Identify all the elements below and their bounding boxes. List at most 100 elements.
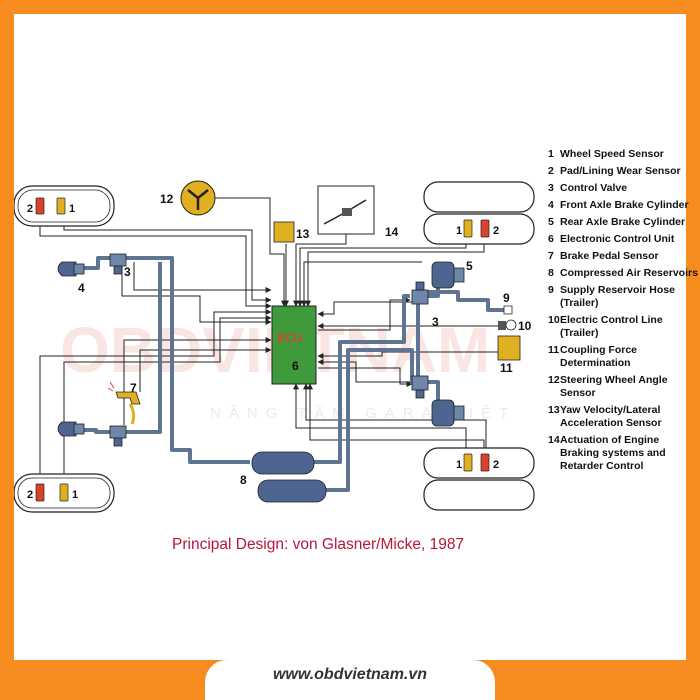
brake-system-diagram: OBDVIETNAM NÂNG TẦM GARA VIỆT: [14, 180, 535, 513]
legend-number: 9: [548, 284, 554, 296]
callout-9: 9: [503, 291, 510, 305]
callout-13: 13: [296, 227, 310, 241]
diagram-caption: Principal Design: von Glasner/Micke, 198…: [172, 536, 465, 553]
control-valve-right-bottom: [411, 375, 429, 399]
control-valve-rear-left: [109, 425, 127, 447]
legend: 1 Wheel Speed Sensor 2 Pad/Lining Wear Sens…: [548, 148, 698, 477]
wheel-label-pad: 2: [493, 459, 499, 471]
legend-number: 11: [548, 344, 560, 356]
legend-text: Electric Control Line (Trailer): [560, 314, 663, 339]
legend-item: 3 Control Valve: [548, 182, 698, 195]
brake-pedal-sensor: 7: [107, 381, 141, 425]
wheel-label-pad: 2: [27, 489, 33, 501]
legend-number: 5: [548, 216, 554, 228]
legend-text: Supply Reservoir Hose (Trailer): [560, 284, 675, 309]
legend-item: 9 Supply Reservoir Hose (Trailer): [548, 284, 698, 310]
wheel-speed-sensor: [463, 453, 473, 472]
rear-left-brake-cylinder: [57, 421, 85, 437]
callout-7: 7: [130, 381, 137, 395]
white-canvas: OBDVIETNAM NÂNG TẦM GARA VIỆT: [14, 14, 686, 660]
legend-number: 4: [548, 199, 554, 211]
legend-number: 6: [548, 233, 554, 245]
legend-item: 7 Brake Pedal Sensor: [548, 250, 698, 263]
watermark-tagline: NÂNG TẦM GARA VIỆT: [210, 405, 516, 422]
pad-wear-sensor: [35, 197, 45, 215]
legend-number: 7: [548, 250, 554, 262]
callout-3-right: 3: [432, 315, 439, 329]
legend-item: 4 Front Axle Brake Cylinder: [548, 199, 698, 212]
wheel-bottom-right: 1 2: [423, 447, 535, 511]
pad-wear-sensor: [35, 483, 45, 502]
legend-text: Coupling Force Determination: [560, 344, 637, 369]
pad-wear-sensor: [480, 219, 490, 238]
legend-number: 10: [548, 314, 560, 326]
legend-number: 2: [548, 165, 554, 177]
website-link[interactable]: www.obdvietnam.vn: [272, 666, 428, 683]
ecu-unit: ECU 6: [271, 305, 317, 385]
callout-14: 14: [385, 225, 399, 239]
rear-axle-brake-cylinder-bottom: [431, 399, 465, 427]
legend-number: 14: [548, 434, 560, 446]
wheel-label-sensor: 1: [69, 203, 75, 215]
legend-text: Rear Axle Brake Cylinder: [560, 216, 686, 228]
legend-text: Actuation of Engine Braking systems and …: [560, 434, 666, 472]
wheel-label-pad: 2: [27, 203, 33, 215]
steering-wheel-sensor: 12: [160, 180, 216, 216]
wheel-speed-sensor: [59, 483, 69, 502]
wheel-top-right: 1 2: [423, 181, 535, 245]
legend-item: 8 Compressed Air Reservoirs: [548, 267, 698, 280]
wheel-speed-sensor: [56, 197, 66, 215]
legend-item: 1 Wheel Speed Sensor: [548, 148, 698, 161]
legend-text: Brake Pedal Sensor: [560, 250, 659, 262]
wheel-label-sensor: 1: [72, 489, 78, 501]
wheel-top-left: 2 1: [14, 185, 115, 227]
trailer-electric-line: 10: [498, 319, 532, 333]
compressed-air-reservoirs: 8: [240, 451, 327, 503]
legend-text: Pad/Lining Wear Sensor: [560, 165, 681, 177]
ecu-number: 6: [292, 359, 299, 373]
coupling-force-sensor: 11: [497, 335, 521, 375]
control-valve-front-left: 3: [109, 253, 131, 279]
callout-3-left: 3: [124, 265, 131, 279]
wheel-speed-sensor: [463, 219, 473, 238]
callout-4: 4: [78, 281, 85, 295]
legend-item: 5 Rear Axle Brake Cylinder: [548, 216, 698, 229]
legend-text: Wheel Speed Sensor: [560, 148, 664, 160]
callout-11: 11: [500, 361, 513, 375]
engine-braking-box: 14: [317, 185, 399, 239]
wheel-label-pad: 2: [493, 225, 499, 237]
legend-text: Steering Wheel Angle Sensor: [560, 374, 668, 399]
callout-10: 10: [518, 319, 532, 333]
legend-number: 8: [548, 267, 554, 279]
legend-item: 2 Pad/Lining Wear Sensor: [548, 165, 698, 178]
control-valve-right-top: 3: [411, 281, 439, 329]
legend-text: Yaw Velocity/Lateral Acceleration Sensor: [560, 404, 662, 429]
wheel-label-sensor: 1: [456, 459, 462, 471]
yaw-sensor: 13: [273, 221, 310, 243]
legend-text: Compressed Air Reservoirs: [560, 267, 698, 279]
legend-item: 6 Electronic Control Unit: [548, 233, 698, 246]
footer-tab: [205, 660, 495, 700]
pneumatic-hoses: [78, 256, 504, 492]
legend-text: Control Valve: [560, 182, 628, 194]
wheel-label-sensor: 1: [456, 225, 462, 237]
callout-5: 5: [466, 259, 473, 273]
wheel-bottom-left: 2 1: [14, 473, 115, 513]
trailer-supply-hose: 9: [503, 291, 513, 315]
front-axle-brake-cylinder: 4: [57, 261, 85, 295]
callout-12: 12: [160, 192, 174, 206]
legend-number: 3: [548, 182, 554, 194]
pad-wear-sensor: [480, 453, 490, 472]
rear-axle-brake-cylinder: 5: [431, 259, 473, 289]
legend-text: Front Axle Brake Cylinder: [560, 199, 689, 211]
legend-text: Electronic Control Unit: [560, 233, 675, 245]
legend-number: 1: [548, 148, 554, 160]
legend-number: 13: [548, 404, 560, 416]
ecu-label: ECU: [277, 331, 302, 345]
legend-number: 12: [548, 374, 560, 386]
